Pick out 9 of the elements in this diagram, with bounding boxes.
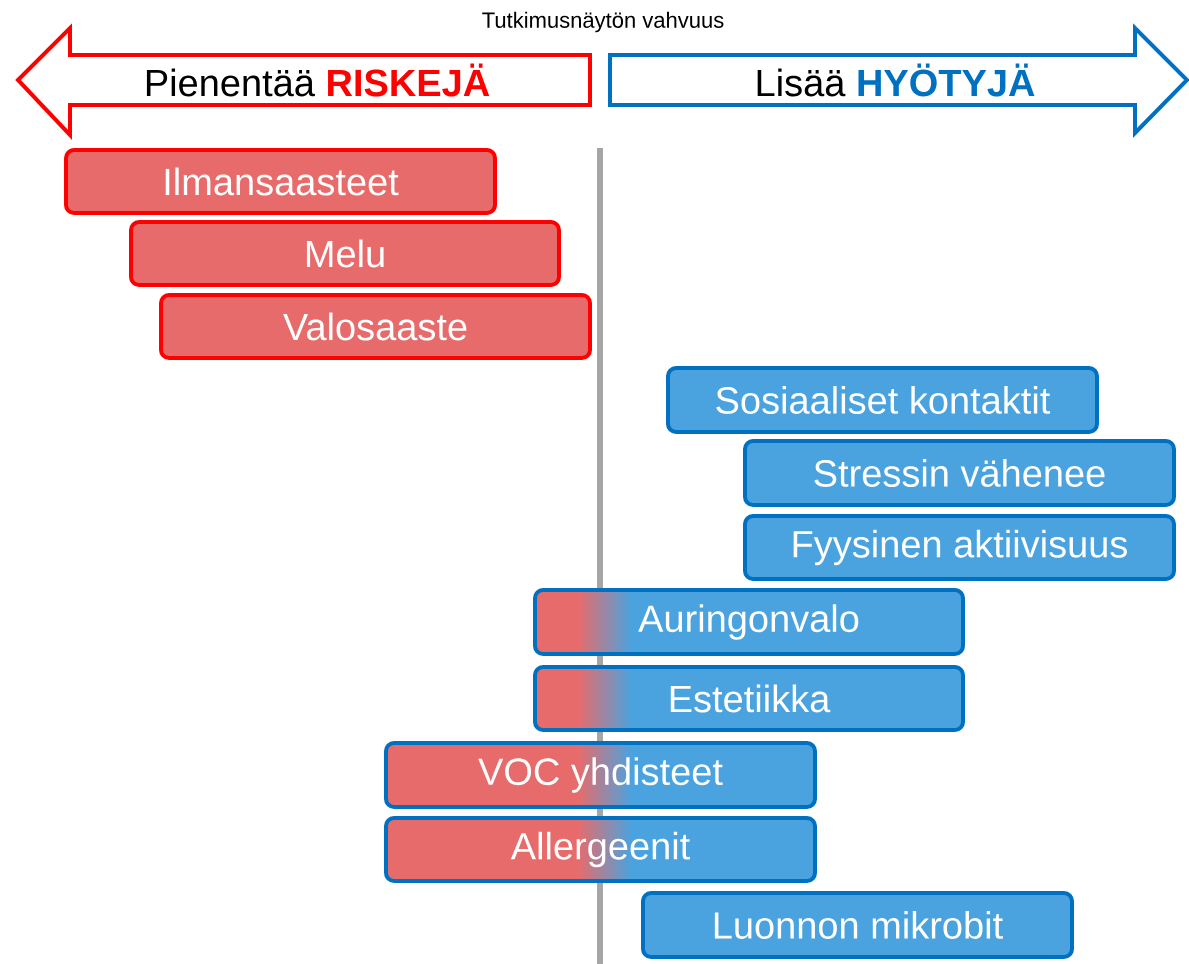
factor-bar: Auringonvalo — [533, 588, 965, 656]
factor-bar: Melu — [129, 220, 561, 287]
factor-bar: Valosaaste — [159, 293, 592, 360]
factor-bar: Sosiaaliset kontaktit — [666, 366, 1099, 434]
factor-bar: Luonnon mikrobit — [641, 891, 1074, 959]
factor-bar: Ilmansaasteet — [64, 148, 497, 215]
factor-bar: Stressin vähenee — [743, 439, 1176, 507]
factor-bar: Estetiikka — [533, 665, 965, 732]
factor-bar: Fyysinen aktiivisuus — [743, 514, 1176, 581]
